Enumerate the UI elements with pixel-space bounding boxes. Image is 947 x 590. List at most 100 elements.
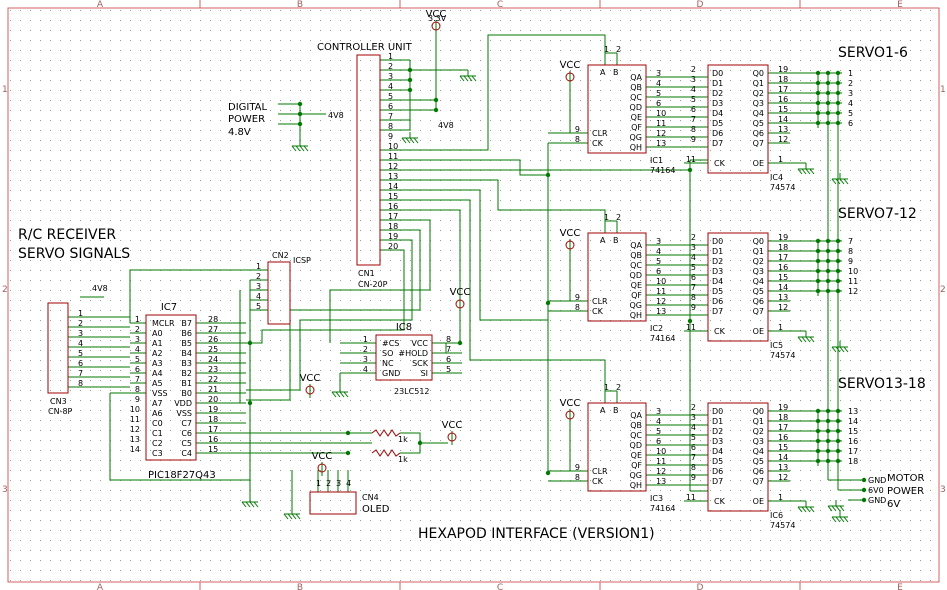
ground-symbol [835,178,841,185]
junction-dot [297,121,303,127]
ic164-pin-name: CLR [592,467,608,476]
junction-dot [433,107,439,113]
junction-dot [815,90,821,96]
junction-dot [297,101,303,107]
ic574-pin-name: Q5 [753,119,764,128]
ground-symbol [831,505,837,512]
ic164-pin-number: 1 [604,383,609,392]
junction-dot [825,428,831,434]
cn1-4v8-label: 4V8 [438,121,454,130]
junction-dot [835,90,841,96]
ic574-pin-name: D6 [712,467,723,476]
cn1-pin-number: 2 [388,62,393,71]
junction-dot [825,80,831,86]
ic574-value: 74574 [770,183,795,192]
ic7-pin-name: C0 [152,419,163,428]
ic7-pin-name: B1 [181,379,192,388]
ic574-pin-number: 18 [778,75,788,84]
motor-net-gnd: GND [868,476,886,485]
ic574-pin-name: Q3 [753,99,764,108]
ic164-pin-name: QA [630,411,642,420]
ic574-pin-number: 19 [778,403,788,412]
servo-pin-number: 11 [848,277,858,286]
ic574-pin-number: 11 [686,155,696,164]
ic574-pin-name: D1 [712,247,723,256]
ic164-pin-name: B [613,236,619,245]
wire [380,34,606,151]
servo-pin-number: 18 [848,457,858,466]
junction-dot [407,67,413,73]
ground-symbol [827,505,833,512]
ic574-pin-name: D3 [712,267,723,276]
vcc-label: VCC [426,9,447,20]
cn1-pin-number: 7 [388,112,393,121]
ic574-pin-number: 7 [691,115,696,124]
ic164-pin-number: 3 [656,407,661,416]
junction-dot [815,238,821,244]
junction-dot [861,487,867,493]
ic8-pin-number: 7 [446,345,451,354]
cn1-pin-number: 16 [388,202,398,211]
frame-col-label: A [97,0,104,10]
ground-symbol [835,346,841,353]
ground-symbol [249,501,255,508]
ic8-pin-name: #CS [382,339,399,348]
ic7-pin-number: 12 [130,425,140,434]
junction-dot [687,318,693,324]
ic574-pin-name: D7 [712,477,723,486]
wire [246,229,421,401]
ground-symbol [335,391,341,398]
sheet-title: HEXAPOD INTERFACE (VERSION1) [418,526,655,542]
ground-symbol [287,513,293,520]
ic164-pin-name: QH [630,481,642,490]
junction-dot [815,80,821,86]
ic574-pin-name: Q1 [753,247,764,256]
ic164-pin-name: QB [630,251,642,260]
ic8-pin-number: 5 [446,365,451,374]
junction-dot [417,440,423,446]
ic164-pin-number: 2 [616,213,621,222]
ic574-pin-number: 4 [691,85,696,94]
ic164-pin-number: 4 [656,79,661,88]
servo-pin-number: 7 [848,237,853,246]
ic574-pin-number: 18 [778,243,788,252]
junction-dot [835,418,841,424]
ic8-pin-number: 2 [363,345,368,354]
servo-signals-label: SERVO SIGNALS [18,246,130,262]
servo-pin-number: 10 [848,267,858,276]
junction-dot [825,90,831,96]
cn2-pin-number: 4 [256,292,261,301]
ic7-pin-name: VSS [152,389,168,398]
ground-symbol [405,137,411,144]
ground-symbol [839,505,845,512]
cn1-pin-number: 1 [388,52,393,61]
ic574-pin-number: 11 [686,493,696,502]
ground-symbol [843,178,849,185]
junction-dot [815,248,821,254]
ic574-pin-name: D6 [712,129,723,138]
ic7-pin-name: MCLR [152,319,175,328]
servo-pin-number: 2 [848,79,853,88]
ic574-pin-name: D6 [712,297,723,306]
cn4-pin-number: 4 [346,479,351,488]
power-symbol [565,410,575,420]
ground-symbol [797,506,803,513]
ic574-ref: IC5 [770,341,783,350]
ic574-pin-name: D1 [712,417,723,426]
ic574-pin-number: 9 [691,135,696,144]
ic574-pin-name: D0 [712,407,723,416]
ic574-pin-name: Q3 [753,267,764,276]
ground-symbol [471,75,477,82]
servo-pin-number: 5 [848,109,853,118]
ground-symbol [805,506,811,513]
ground-symbol [839,178,845,185]
ic164-pin-number: 3 [656,69,661,78]
ic574-pin-name: Q4 [753,109,764,118]
wire [246,239,413,391]
ic7-pin-number: 11 [130,415,140,424]
ic164-pin-name: QG [630,133,643,142]
cn1-pin-number: 15 [388,192,398,201]
ic164-pin-number: 5 [656,89,661,98]
frame-row-label: 3 [940,485,946,495]
junction-dot [297,111,303,117]
